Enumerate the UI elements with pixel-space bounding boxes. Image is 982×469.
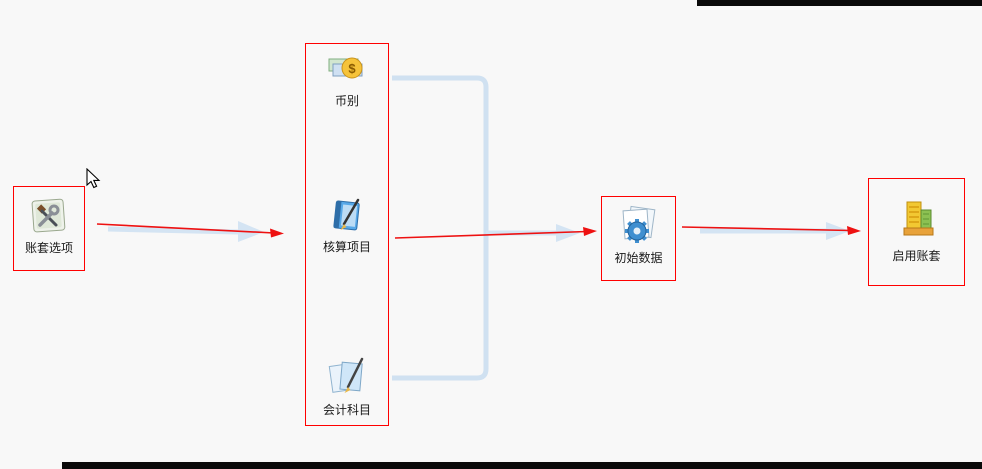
accounting-items-node[interactable]: 核算项目 <box>306 196 388 253</box>
accounting-subjects-node[interactable]: 会计科目 <box>306 357 388 416</box>
top-edge-bar <box>697 0 982 6</box>
documents-gear-icon <box>622 205 655 243</box>
mouse-cursor-icon <box>86 167 102 195</box>
enable-account-label: 启用账套 <box>892 249 941 263</box>
base-arrow-1 <box>107 221 264 242</box>
group-bracket <box>392 75 489 381</box>
taskbar-edge-bar <box>62 462 982 469</box>
base-setup-group-box: $ 币别 核算项目 会计科目 <box>305 43 389 426</box>
svg-text:$: $ <box>348 61 356 76</box>
currency-label: 币别 <box>334 94 359 108</box>
currency-node[interactable]: $ 币别 <box>306 52 388 107</box>
money-coin-icon: $ <box>328 57 363 79</box>
initial-data-label: 初始数据 <box>614 251 663 265</box>
highlight-arrow-1 <box>96 223 284 238</box>
base-arrow-2 <box>486 224 580 242</box>
initial-data-node[interactable]: 初始数据 <box>601 196 676 281</box>
ledger-books-icon <box>903 201 933 236</box>
enable-account-node[interactable]: 启用账套 <box>868 178 965 286</box>
account-options-node[interactable]: 账套选项 <box>13 186 85 271</box>
documents-pen-icon <box>328 357 364 393</box>
highlight-arrow-3 <box>681 226 861 235</box>
account-options-label: 账套选项 <box>24 241 73 255</box>
accounting-subjects-label: 会计科目 <box>322 403 371 417</box>
tools-page-icon <box>31 198 66 233</box>
accounting-items-label: 核算项目 <box>322 240 371 254</box>
notebook-pen-icon <box>333 198 360 231</box>
base-arrow-3 <box>700 222 850 240</box>
highlight-arrow-2 <box>394 227 597 239</box>
